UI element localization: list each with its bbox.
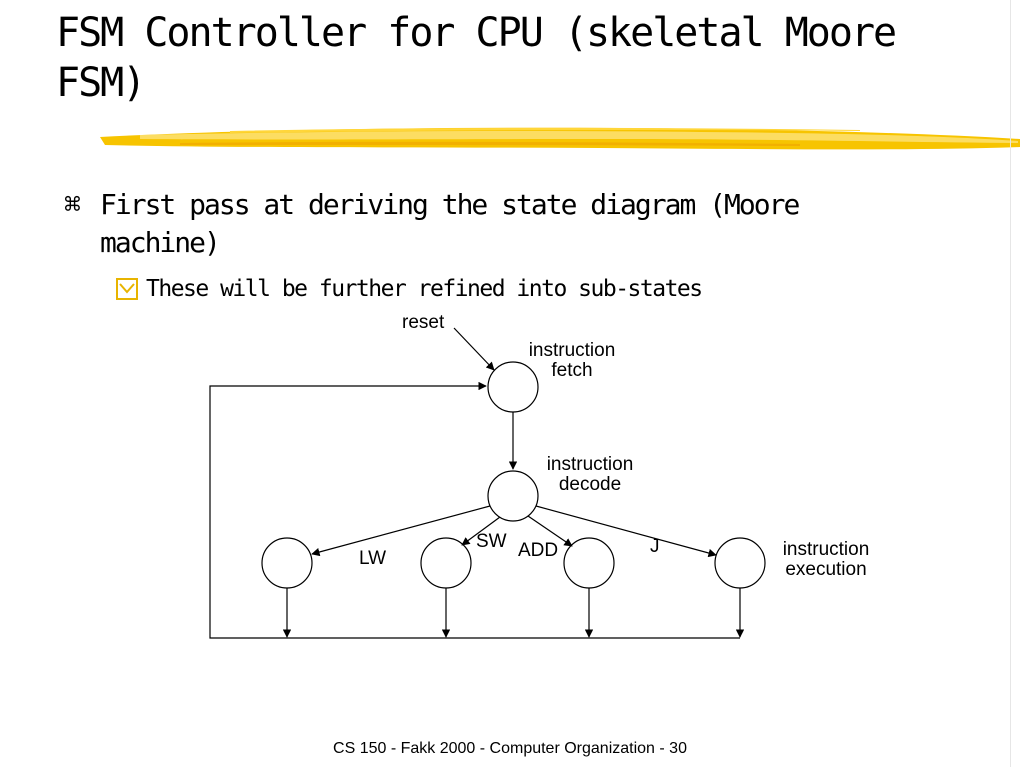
- decode-to-sw-arrow: [461, 516, 501, 546]
- command-key-bullet-icon: ⌘: [64, 188, 81, 221]
- edge-label-sw: SW: [476, 531, 507, 552]
- execution-label-line1: instruction: [783, 539, 870, 560]
- state-instruction-fetch: [487, 361, 539, 413]
- execution-label-line2: execution: [785, 559, 866, 580]
- edge-label-lw: LW: [359, 548, 386, 569]
- reset-label: reset: [402, 312, 445, 333]
- checkbox-bullet-icon: [116, 278, 138, 300]
- decode-to-lw-arrow: [311, 505, 491, 557]
- slide-footer: CS 150 - Fakk 2000 - Computer Organizati…: [0, 740, 1024, 758]
- state-lw: [261, 537, 313, 589]
- slide-edge-line: [1010, 0, 1011, 767]
- return-loop-line: [209, 381, 740, 639]
- decode-to-j-arrow: [535, 505, 717, 558]
- decode-label-line1: instruction: [547, 454, 634, 475]
- state-instruction-decode: [487, 470, 539, 522]
- footer-text: CS 150 - Fakk 2000 - Computer Organizati…: [333, 740, 687, 757]
- fetch-label-line2: fetch: [551, 360, 592, 381]
- fetch-label-line1: instruction: [529, 340, 616, 361]
- edge-label-j: J: [650, 536, 660, 557]
- state-sw: [420, 537, 472, 589]
- state-j: [714, 537, 766, 589]
- edge-label-add: ADD: [518, 540, 558, 561]
- sub-bullet-text: These will be further refined into sub-s…: [146, 276, 703, 302]
- slide-title: FSM Controller for CPU (skeletal Moore F…: [56, 10, 897, 106]
- reset-arrow: [453, 327, 495, 371]
- decode-label-line2: decode: [559, 474, 621, 495]
- bullet-text: First pass at deriving the state diagram…: [100, 188, 800, 259]
- decode-to-add-arrow: [527, 515, 573, 547]
- title-underline-brushstroke: [100, 127, 1020, 150]
